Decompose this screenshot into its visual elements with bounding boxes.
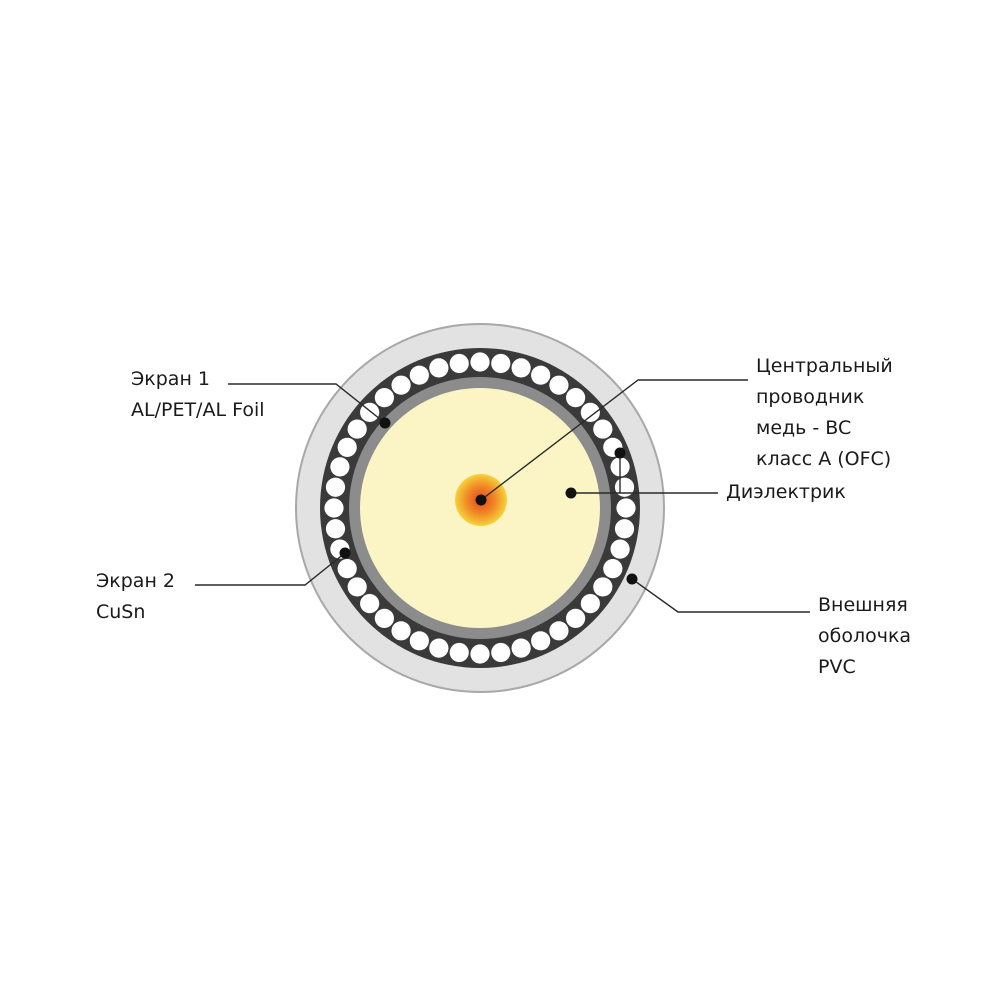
braid-wire: [347, 577, 367, 597]
braid-wire: [531, 365, 551, 385]
label-screen1-material: AL/PET/AL Foil: [131, 399, 265, 421]
braid-wire: [429, 358, 449, 378]
leader-line-jacket: [631, 578, 810, 613]
braid-wire: [616, 498, 636, 518]
braid-wire: [580, 402, 600, 422]
braid-wire: [549, 621, 569, 641]
dot-conductor: [475, 494, 487, 506]
braid-wire: [409, 365, 429, 385]
dot-jacket: [626, 573, 638, 585]
leader-line-screen1: [228, 383, 386, 424]
braid-wire: [593, 419, 613, 439]
braid-wire: [549, 375, 569, 395]
label-conductor-line4: класс A (OFC): [756, 448, 892, 470]
braid-wire: [566, 608, 586, 628]
label-screen2-material: CuSn: [96, 601, 146, 623]
braid-wire: [491, 642, 511, 663]
label-conductor-line1: Центральный: [756, 355, 893, 377]
braid-wire: [614, 477, 635, 497]
label-screen1: Экран 1 AL/PET/AL Foil: [131, 364, 265, 426]
label-dielectric: Диэлектрик: [726, 477, 846, 508]
label-conductor: Центральный проводник медь - BC класс A …: [756, 351, 893, 475]
braid-wire: [566, 388, 586, 408]
dot-screen2: [339, 547, 351, 559]
braid-wire: [603, 559, 623, 579]
braid-wire: [614, 519, 635, 539]
label-conductor-line3: медь - BC: [756, 417, 852, 439]
braid-wire: [593, 577, 613, 597]
label-jacket-line1: Внешняя: [818, 594, 908, 616]
braid-wire: [347, 419, 367, 439]
braid-wire: [429, 638, 449, 658]
braid-wire: [337, 437, 357, 457]
label-jacket-line2: оболочка: [818, 625, 912, 647]
label-conductor-line2: проводник: [756, 386, 865, 408]
braid-wire: [391, 375, 411, 395]
leader-line-conductor: [480, 379, 748, 501]
leader-lines: [195, 379, 810, 613]
braid-wire: [374, 608, 394, 628]
braid-wire: [337, 559, 357, 579]
braid-wire: [330, 457, 350, 477]
braid-wire: [449, 353, 469, 374]
braid-wire: [325, 477, 346, 497]
braid-wire: [409, 631, 429, 651]
braid-wire: [470, 644, 490, 664]
dot-braid-right: [614, 447, 626, 459]
leader-line-screen2: [195, 552, 346, 586]
braid-wire: [531, 631, 551, 651]
label-screen1-title: Экран 1: [131, 368, 210, 390]
label-dielectric-line1: Диэлектрик: [726, 481, 846, 503]
braid-wire: [324, 498, 344, 518]
braid-wire: [511, 638, 531, 658]
pointer-dots: [339, 417, 638, 585]
label-jacket: Внешняя оболочка PVC: [818, 590, 911, 683]
braid-wire: [610, 539, 630, 559]
braid-wire: [491, 353, 511, 374]
dot-dielectric: [565, 487, 577, 499]
braid-wire: [449, 642, 469, 663]
braid-wire: [511, 358, 531, 378]
braid-wire: [580, 594, 600, 614]
braid-wire: [325, 519, 346, 539]
label-screen2-title: Экран 2: [96, 570, 175, 592]
dot-screen1: [379, 417, 391, 429]
braid-wire: [374, 388, 394, 408]
label-screen2: Экран 2 CuSn: [96, 566, 175, 628]
braid-wire: [360, 594, 380, 614]
braid-wire: [470, 352, 490, 372]
braid-wire: [391, 621, 411, 641]
label-jacket-line3: PVC: [818, 656, 856, 678]
